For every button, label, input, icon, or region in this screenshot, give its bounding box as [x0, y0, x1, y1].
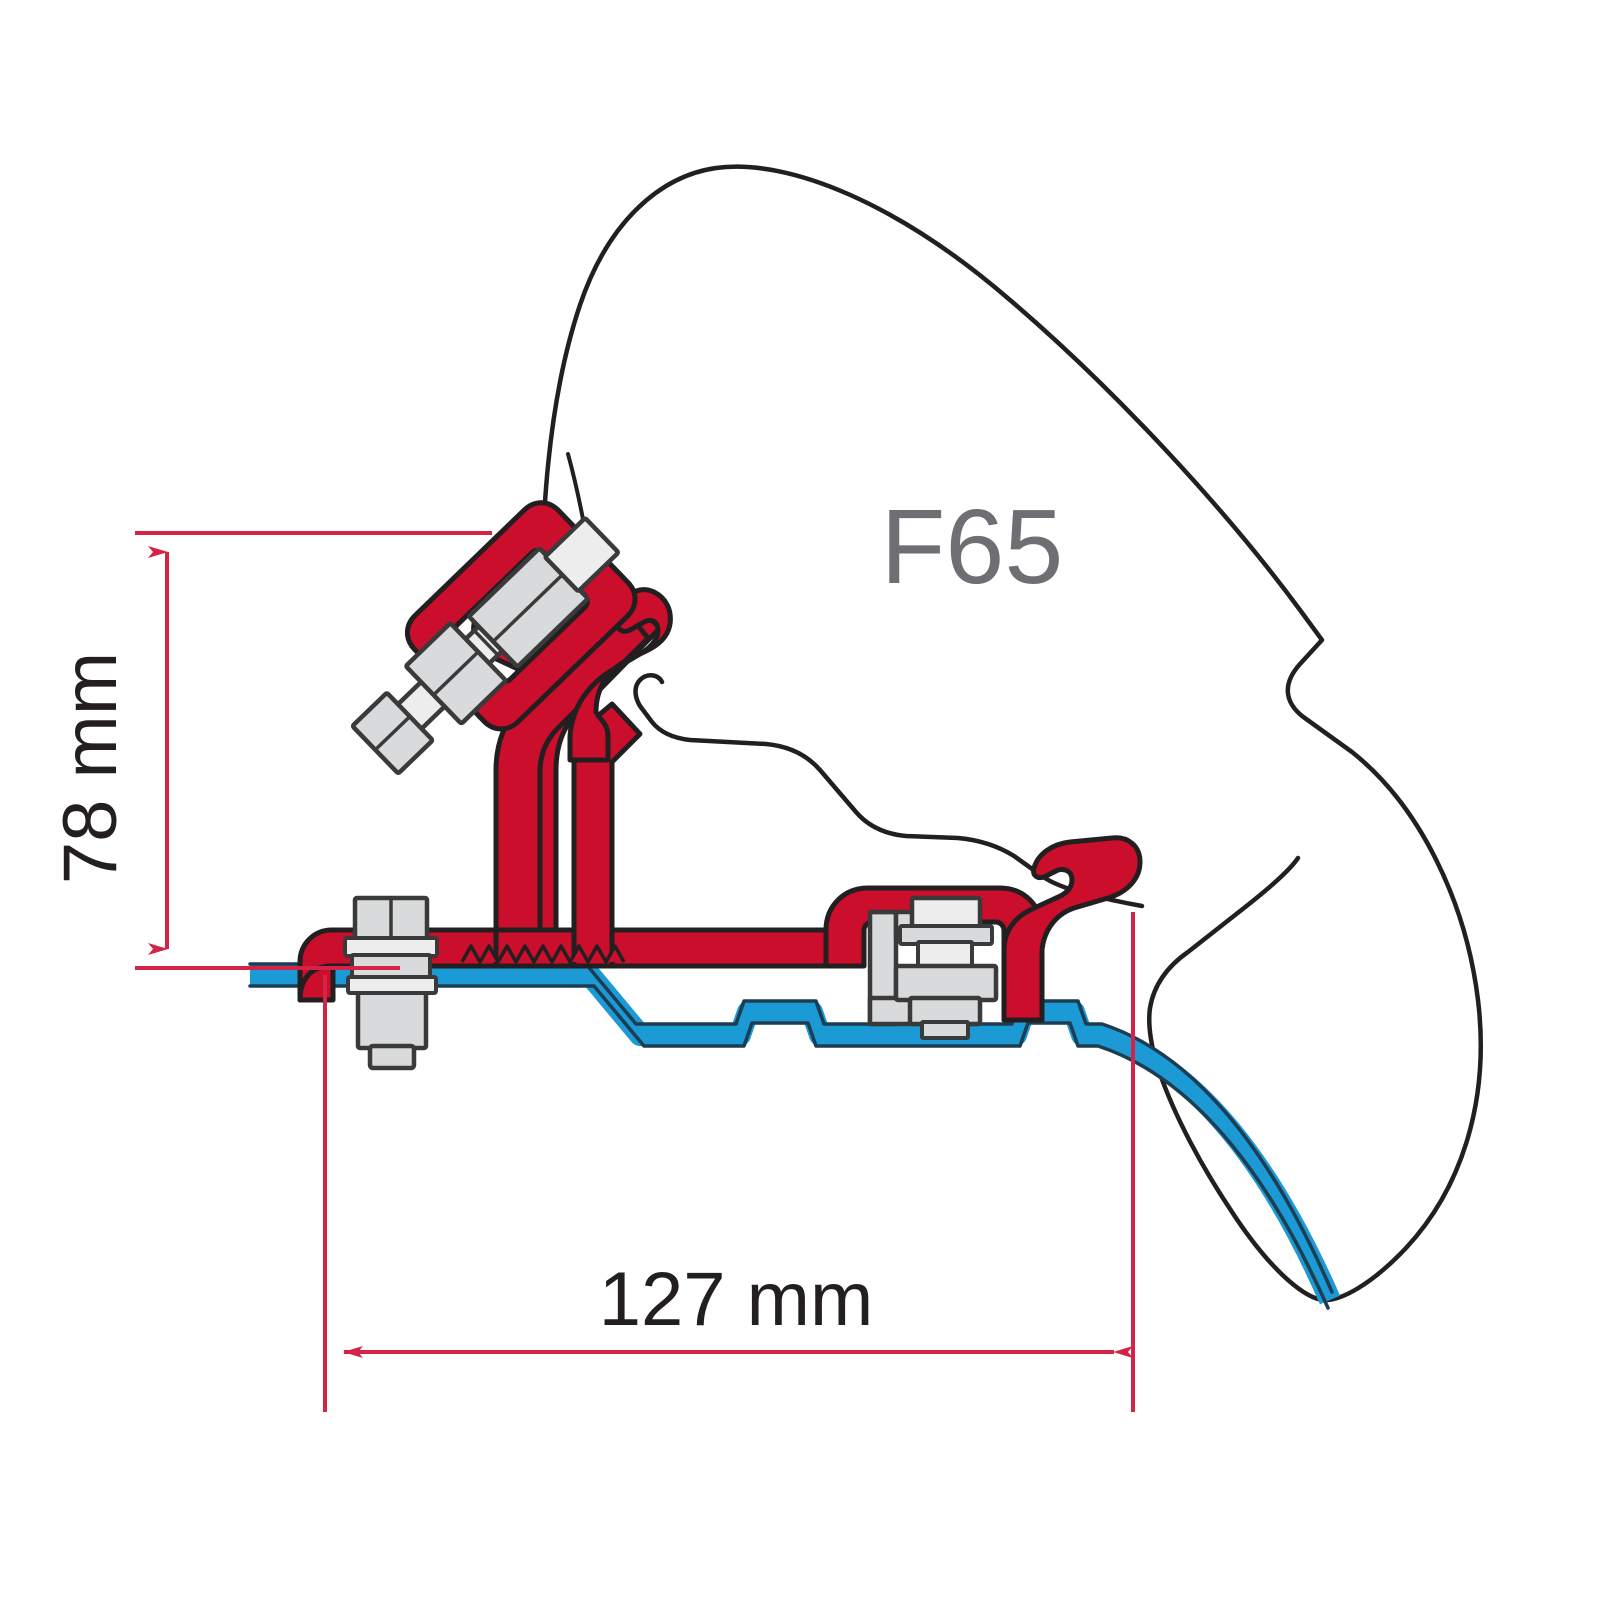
mounting-bolt-left [343, 895, 439, 1071]
dimension-label-height: 78 mm [48, 652, 133, 884]
roof-rail-profile [248, 962, 1341, 1310]
clamp-bolt-upper [350, 516, 620, 775]
serrated-grip-teeth [460, 944, 626, 964]
dimension-label-width: 127 mm [599, 1257, 874, 1342]
mounting-bolt-right [867, 895, 999, 1040]
dimension-width-127mm [323, 912, 1135, 1412]
product-model-label: F65 [881, 488, 1064, 606]
dimension-height-78mm [135, 531, 492, 970]
vehicle-roof-outline [539, 164, 1483, 1303]
